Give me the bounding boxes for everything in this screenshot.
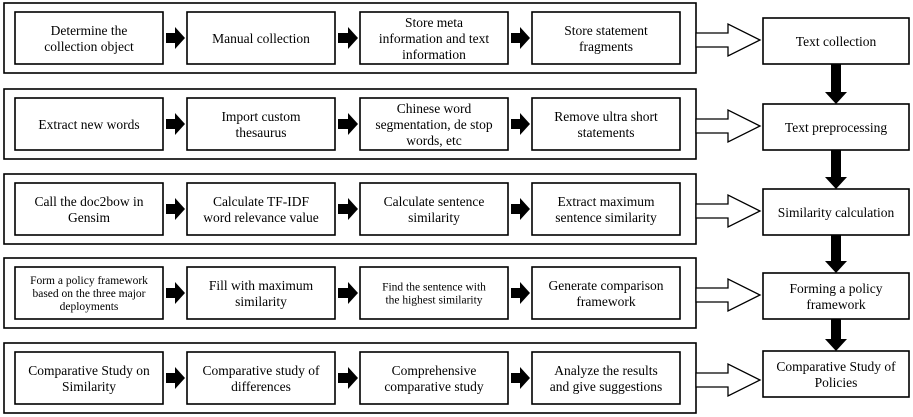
process-step-label: Remove ultra short xyxy=(554,109,658,124)
step-arrow xyxy=(166,113,185,135)
process-step-label: similarity xyxy=(235,294,287,309)
process-step-label: words, etc xyxy=(406,133,461,148)
step-arrow xyxy=(166,367,185,389)
stage-down-arrow xyxy=(825,235,847,273)
step-arrow xyxy=(511,282,530,304)
process-step-box xyxy=(359,351,509,405)
process-step-box xyxy=(186,351,336,405)
process-step-box xyxy=(531,11,681,65)
process-step-label: comparative study xyxy=(384,379,484,394)
step-arrow xyxy=(338,282,358,304)
process-step-label: Similarity xyxy=(62,379,116,394)
step-arrow xyxy=(511,198,530,220)
process-step-box xyxy=(531,266,681,320)
step-arrow xyxy=(338,113,358,135)
stage-label: framework xyxy=(806,297,865,312)
group-to-stage-arrow xyxy=(695,277,762,313)
process-step-label: Fill with maximum xyxy=(209,278,314,293)
process-step-label: collection object xyxy=(44,39,134,54)
stage-box xyxy=(762,17,910,65)
stage-label: Comparative Study of xyxy=(776,359,896,374)
step-arrow xyxy=(338,27,358,49)
process-step-box xyxy=(531,182,681,236)
process-step-label: Chinese word xyxy=(397,101,472,116)
stage-box xyxy=(762,350,910,398)
stage-label: Policies xyxy=(815,375,858,390)
step-arrow xyxy=(166,198,185,220)
step-arrow xyxy=(511,367,530,389)
process-step-label: Gensim xyxy=(68,210,110,225)
group-to-stage-arrow xyxy=(695,22,762,58)
process-step-box xyxy=(186,266,336,320)
process-step-box xyxy=(359,182,509,236)
stage-box xyxy=(762,272,910,320)
group-to-stage-arrow xyxy=(695,193,762,229)
process-step-label: information xyxy=(402,47,466,62)
process-step-label: Call the doc2bow in xyxy=(34,194,143,209)
step-arrow xyxy=(166,27,185,49)
step-arrow xyxy=(511,113,530,135)
stage-down-arrow xyxy=(825,150,847,189)
process-step-label: Calculate TF-IDF xyxy=(213,194,310,209)
process-step-label: Import custom xyxy=(221,109,301,124)
process-step-label: sentence similarity xyxy=(555,210,657,225)
process-step-box xyxy=(14,266,164,320)
process-step-label: Comparative Study on xyxy=(28,363,150,378)
stage-down-arrow xyxy=(825,64,847,104)
stage-label: Text preprocessing xyxy=(785,120,887,135)
process-step-label: Comprehensive xyxy=(392,363,477,378)
process-step-label: Manual collection xyxy=(212,31,310,46)
step-arrow xyxy=(338,198,358,220)
process-step-box xyxy=(14,97,164,151)
stage-box xyxy=(762,103,910,151)
process-step-label: information and text xyxy=(379,31,489,46)
process-step-label: Form a policy framework xyxy=(30,275,148,287)
group-to-stage-arrow xyxy=(695,108,762,144)
stage-down-arrow xyxy=(825,319,847,351)
group-to-stage-arrow xyxy=(695,362,762,398)
process-step-label: similarity xyxy=(408,210,460,225)
process-step-box xyxy=(14,351,164,405)
process-step-label: and give suggestions xyxy=(550,379,663,394)
process-step-label: segmentation, de stop xyxy=(375,117,493,132)
step-arrow xyxy=(511,27,530,49)
process-step-label: word relevance value xyxy=(203,210,318,225)
process-step-label: Extract new words xyxy=(38,117,139,132)
process-step-label: framework xyxy=(576,294,635,309)
step-arrow xyxy=(166,282,185,304)
process-step-box xyxy=(359,11,509,65)
process-step-label: deployments xyxy=(60,301,119,313)
process-step-box xyxy=(14,182,164,236)
stage-box xyxy=(762,188,910,236)
process-step-label: Calculate sentence xyxy=(384,194,485,209)
process-step-label: thesaurus xyxy=(236,125,287,140)
process-step-label: Generate comparison xyxy=(548,278,663,293)
process-step-box xyxy=(531,351,681,405)
stage-label: Forming a policy xyxy=(790,281,883,296)
process-step-label: fragments xyxy=(579,39,633,54)
process-step-label: Extract maximum xyxy=(557,194,655,209)
process-step-label: Store meta xyxy=(405,15,463,30)
process-step-box xyxy=(359,97,509,151)
process-step-label: Comparative study of xyxy=(203,363,320,378)
process-step-label: Find the sentence with xyxy=(382,282,486,294)
process-step-label: Analyze the results xyxy=(554,363,657,378)
stage-label: Text collection xyxy=(796,34,877,49)
process-step-box xyxy=(531,97,681,151)
process-step-box xyxy=(186,182,336,236)
process-step-label: the highest similarity xyxy=(385,295,482,307)
process-step-label: Determine the xyxy=(51,23,128,38)
stage-label: Similarity calculation xyxy=(778,205,895,220)
process-step-label: based on the three major xyxy=(32,288,145,300)
process-step-box xyxy=(14,11,164,65)
process-step-box xyxy=(186,97,336,151)
step-arrow xyxy=(338,367,358,389)
process-step-box xyxy=(359,266,509,320)
process-step-label: statements xyxy=(578,125,635,140)
process-step-box xyxy=(186,11,336,65)
process-step-label: differences xyxy=(231,379,291,394)
process-step-label: Store statement xyxy=(564,23,648,38)
